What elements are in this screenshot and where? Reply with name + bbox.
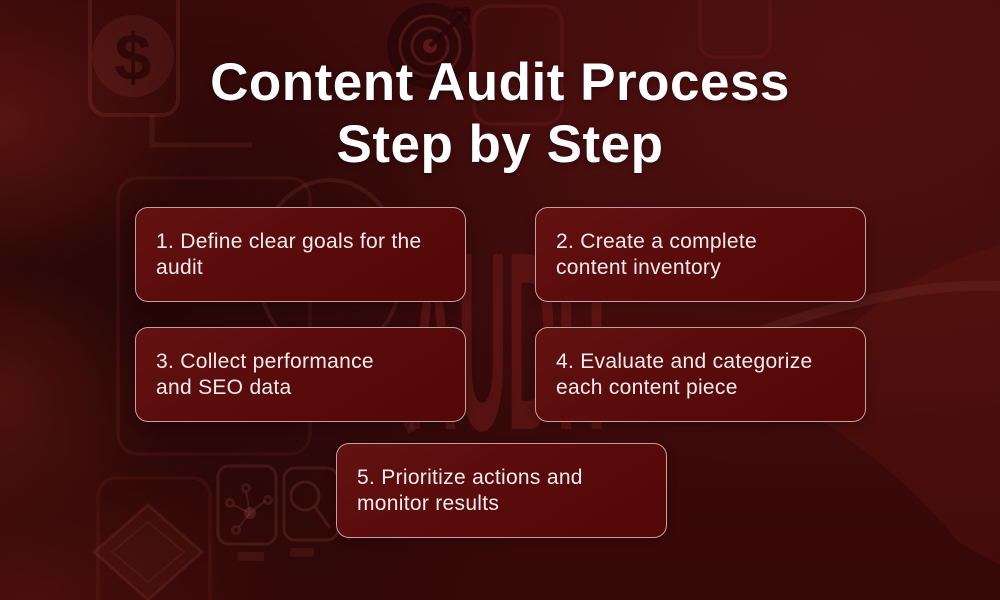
phone-outline-icon	[472, 0, 772, 126]
step-4-text-line-2: each content piece	[556, 375, 738, 399]
step-3-text-line-2: and SEO data	[156, 375, 292, 399]
target-arrow-icon	[387, 3, 473, 89]
svg-text:$: $	[115, 20, 152, 94]
step-3-text-line-1: 3. Collect performance	[156, 349, 374, 373]
network-icon	[216, 464, 278, 561]
step-5-text-line-2: monitor results	[357, 491, 500, 515]
step-1-text-line-2: audit	[156, 255, 204, 279]
title-line-2: Step by Step	[336, 115, 664, 174]
step-2-text-line-2: content inventory	[556, 255, 722, 279]
step-card-5: 5. Prioritize actions and monitor result…	[336, 443, 667, 538]
cube-icon	[91, 476, 212, 600]
dollar-sign-icon: $	[88, 0, 252, 148]
step-4-text-line-1: 4. Evaluate and categorize	[556, 349, 813, 373]
step-card-4: 4. Evaluate and categorize each content …	[535, 327, 866, 422]
page-title: Content Audit Process Step by Step	[0, 52, 1000, 176]
step-card-3: 3. Collect performance and SEO data	[135, 327, 466, 422]
magnifier-small-icon	[282, 466, 340, 557]
step-5-text-line-1: 5. Prioritize actions and	[357, 465, 583, 489]
title-line-1: Content Audit Process	[210, 53, 790, 112]
hand-silhouette	[756, 245, 1000, 565]
step-1-text-line-1: 1. Define clear goals for the	[156, 229, 422, 253]
step-2-text-line-1: 2. Create a complete	[556, 229, 757, 253]
step-card-2: 2. Create a complete content inventory	[535, 207, 866, 302]
step-card-1: 1. Define clear goals for the audit	[135, 207, 466, 302]
